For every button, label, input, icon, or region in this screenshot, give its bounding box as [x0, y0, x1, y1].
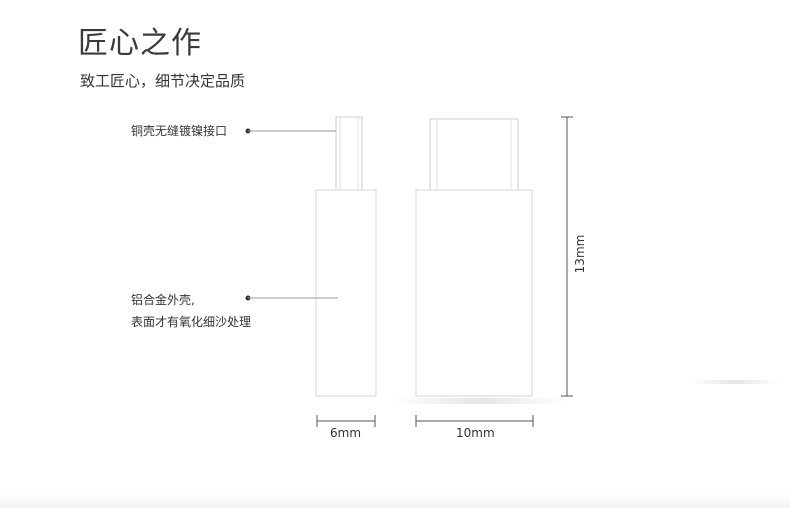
callout-shell-leader — [245, 295, 338, 301]
dimension-side-width-label: 6mm — [330, 426, 362, 440]
side-view-body — [315, 189, 377, 397]
dimension-front-width — [415, 415, 534, 427]
page-subtitle: 致工匠心，细节决定品质 — [80, 72, 246, 90]
front-view-body — [415, 189, 533, 397]
dimension-front-width-label: 10mm — [456, 426, 495, 440]
side-view — [315, 116, 377, 397]
callout-shell-label-line2: 表面才有氧化细沙处理 — [131, 315, 252, 329]
front-view — [415, 118, 533, 397]
bottom-separator — [0, 494, 790, 508]
floor-shadow-right — [690, 380, 780, 384]
floor-shadow — [390, 398, 570, 404]
callout-connector-leader — [245, 128, 336, 134]
callout-connector-label: 铜壳无缝镀镍接口 — [131, 124, 228, 138]
dimension-height — [561, 116, 573, 397]
dimension-height-label: 13mm — [573, 234, 587, 274]
callout-shell-label-line1: 铝合金外壳, — [131, 293, 195, 307]
page-title: 匠心之作 — [78, 26, 202, 61]
front-view-connector — [429, 118, 519, 191]
dimension-side-width — [316, 415, 376, 427]
